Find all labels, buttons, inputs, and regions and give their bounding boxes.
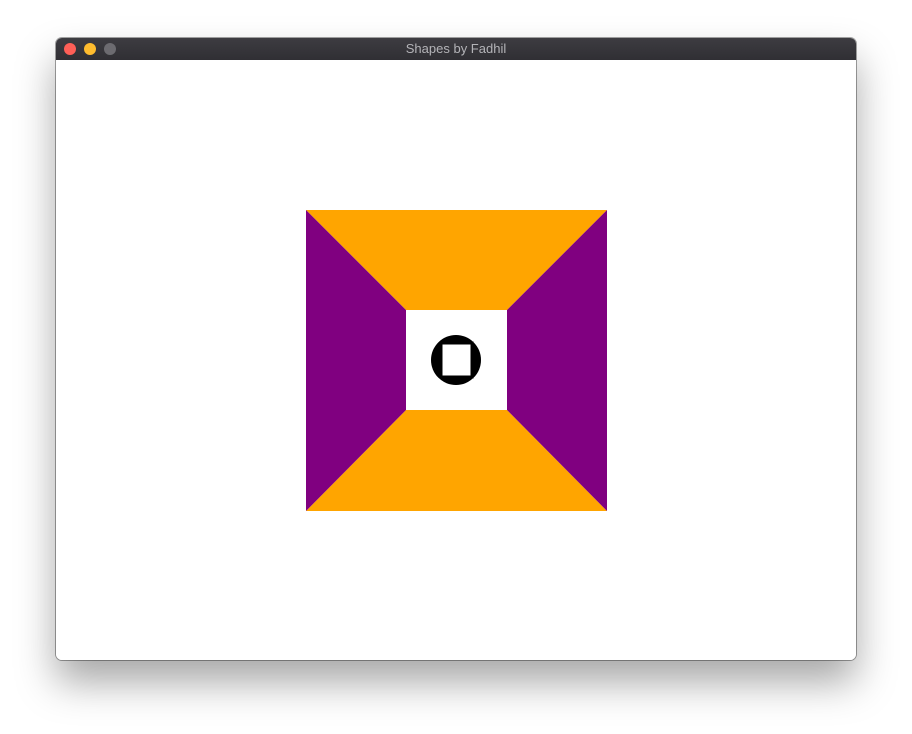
- top-trapezoid: [306, 210, 607, 310]
- small-square: [439, 341, 474, 379]
- bottom-trapezoid: [306, 410, 607, 511]
- drawing-canvas: [56, 60, 856, 660]
- shapes-drawing: [306, 210, 607, 511]
- left-trapezoid: [306, 210, 406, 511]
- close-button[interactable]: [64, 43, 76, 55]
- zoom-button[interactable]: [104, 43, 116, 55]
- minimize-button[interactable]: [84, 43, 96, 55]
- right-trapezoid: [507, 210, 607, 511]
- window-title: Shapes by Fadhil: [405, 41, 507, 56]
- app-window: Shapes by Fadhil: [56, 38, 856, 660]
- title-bar[interactable]: Shapes by Fadhil: [56, 38, 856, 61]
